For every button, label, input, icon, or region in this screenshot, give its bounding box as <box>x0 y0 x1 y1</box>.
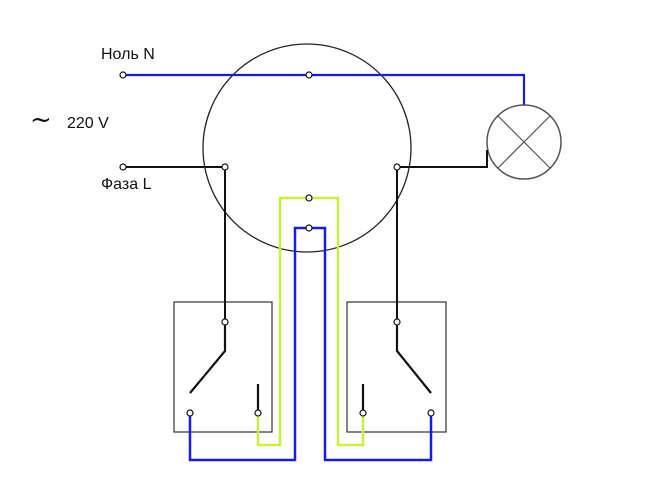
phase-label: Фаза L <box>101 176 152 193</box>
terminal-right-out1 <box>359 409 367 417</box>
terminals <box>119 71 435 417</box>
terminal-neutral-input <box>119 71 127 79</box>
terminal-phase-input <box>119 163 127 171</box>
terminal-box-green <box>305 194 313 202</box>
switch-right-lever <box>395 322 432 394</box>
switch-box-left <box>173 301 273 433</box>
voltage-label: 220 V <box>67 115 109 132</box>
terminal-right-out2 <box>427 409 435 417</box>
terminal-box-lamp <box>393 163 401 171</box>
terminal-left-out2 <box>254 409 262 417</box>
lamp-icon <box>486 104 562 180</box>
traveler-wire-blue <box>188 226 433 462</box>
ac-symbol: ~ <box>30 105 52 135</box>
neutral-label: Ноль N <box>101 46 155 63</box>
junction-box <box>202 43 412 253</box>
neutral-wire <box>123 73 526 105</box>
terminal-box-blue <box>305 224 313 232</box>
terminal-left-common <box>221 318 229 326</box>
terminal-box-phase <box>221 163 229 171</box>
terminal-box-neutral <box>305 71 313 79</box>
lamp-feed-wire <box>396 150 488 322</box>
terminal-left-out1 <box>186 409 194 417</box>
switch-left-lever <box>189 322 227 394</box>
terminal-right-common <box>393 318 401 326</box>
